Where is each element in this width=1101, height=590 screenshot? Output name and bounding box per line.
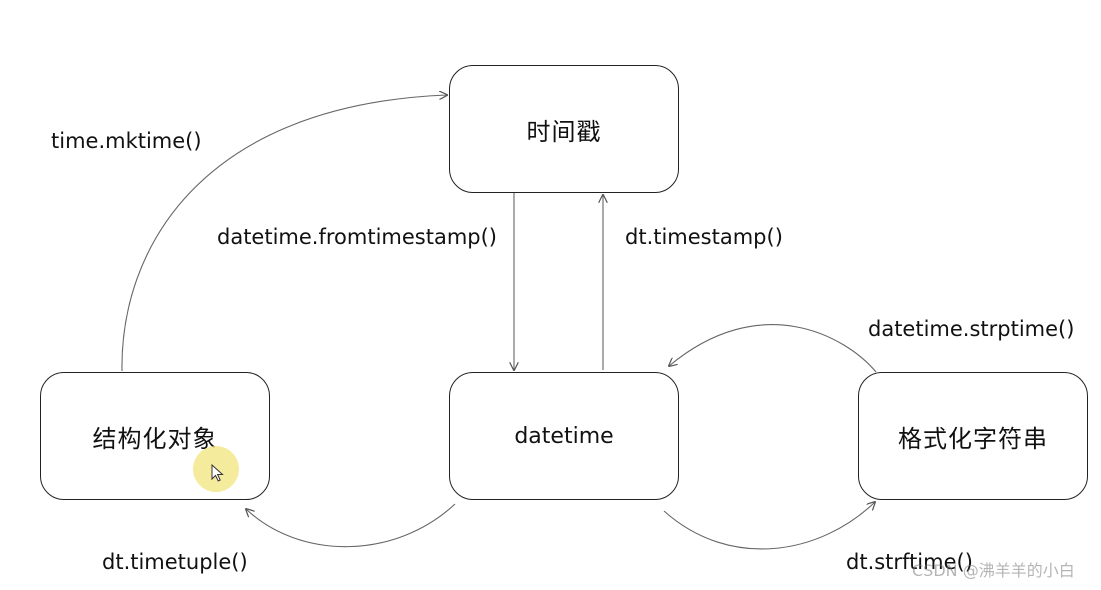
mouse-cursor-icon [211, 464, 224, 482]
edge-mktime-arrow [121, 95, 447, 372]
node-timestamp: 时间戳 [449, 65, 679, 193]
edge-label-strptime: datetime.strptime() [868, 317, 1075, 341]
edge-strptime-arrow [669, 324, 877, 373]
node-timestamp-label: 时间戳 [526, 117, 602, 146]
edge-timetuple-arrow [246, 503, 456, 548]
edge-strftime-arrow [663, 502, 875, 550]
edge-label-timetuple: dt.timetuple() [102, 550, 248, 574]
edge-label-timestamp: dt.timestamp() [625, 225, 783, 249]
node-formatted-string-label: 格式化字符串 [898, 424, 1048, 453]
node-datetime: datetime [449, 372, 679, 500]
node-formatted-string: 格式化字符串 [858, 372, 1088, 500]
node-datetime-label: datetime [514, 423, 614, 449]
edge-label-strftime: dt.strftime() [846, 550, 973, 574]
edge-label-mktime: time.mktime() [51, 129, 202, 153]
node-struct-time-label: 结构化对象 [92, 424, 218, 453]
watermark-text: CSDN @沸羊羊的小白 [912, 561, 1075, 580]
edge-label-fromtimestamp: datetime.fromtimestamp() [217, 225, 498, 249]
